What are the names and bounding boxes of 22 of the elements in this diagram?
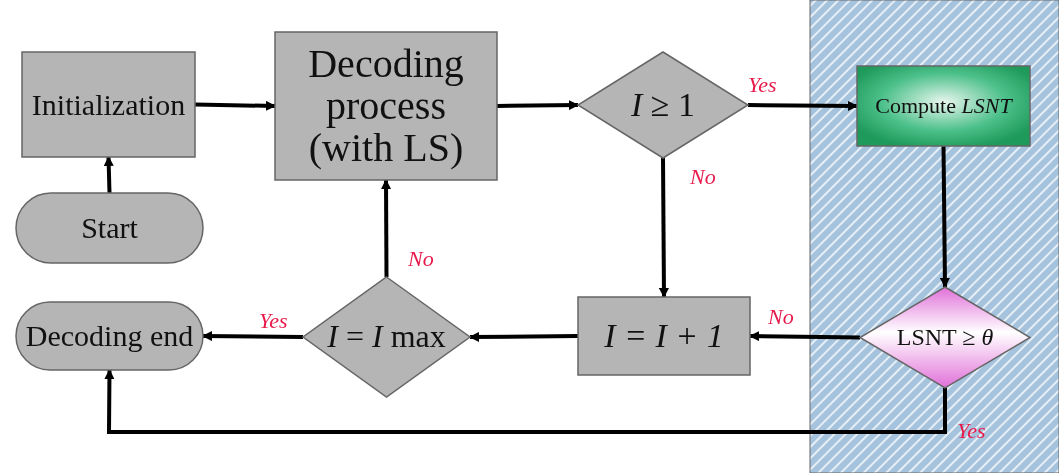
decision-diamond: LSNT ≥ θ — [860, 287, 1030, 388]
edge-label: No — [690, 166, 716, 188]
arrow — [381, 179, 392, 277]
edge-label: Yes — [957, 420, 986, 442]
arrow — [939, 145, 950, 288]
arrow — [658, 158, 669, 298]
process-box: Initialization — [22, 52, 195, 157]
decision-diamond: I = I max — [303, 277, 470, 397]
end-terminal: Decoding end — [16, 302, 203, 370]
arrow — [104, 369, 947, 434]
arrow — [469, 331, 579, 342]
arrow — [103, 156, 114, 194]
decision-diamond: I ≥ 1 — [578, 52, 748, 158]
edge-label: Yes — [748, 74, 777, 96]
process-box: Decoding process (with LS) — [275, 32, 497, 180]
process-box: Compute LSNT — [857, 66, 1030, 146]
edge-label: No — [768, 306, 794, 328]
edge-label: Yes — [259, 310, 288, 332]
process-box: I = I + 1 — [578, 297, 750, 375]
edge-label: No — [408, 248, 434, 270]
arrow — [747, 100, 858, 111]
start-terminal: Start — [16, 193, 203, 263]
